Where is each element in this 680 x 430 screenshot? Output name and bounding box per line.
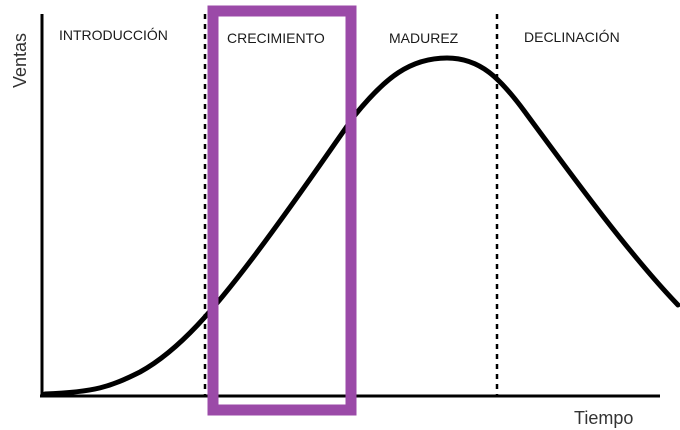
stage-label-madurez: MADUREZ (389, 30, 459, 46)
stage-label-crecimiento: CRECIMIENTO (227, 30, 325, 46)
x-axis-label: Tiempo (574, 408, 633, 428)
sales-curve (42, 55, 680, 397)
stage-label-declinacion: DECLINACIÓN (524, 29, 620, 45)
growth-stage-highlight-box (207, 5, 357, 416)
stage-label-introduccion: INTRODUCCIÓN (59, 27, 168, 43)
y-axis-label: Ventas (10, 33, 30, 88)
